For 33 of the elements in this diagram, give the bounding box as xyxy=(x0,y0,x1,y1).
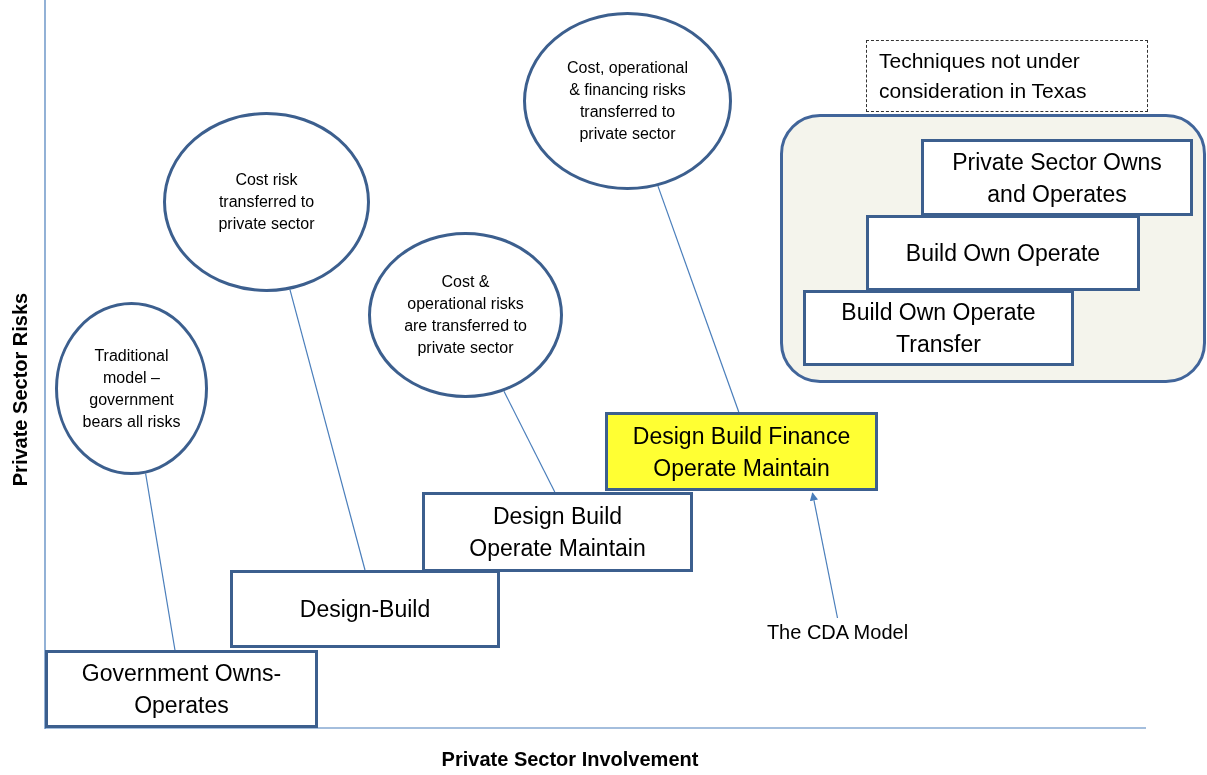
process-box xyxy=(866,215,1140,291)
process-box xyxy=(803,290,1074,366)
node-label: Cost risk transferred to private sector xyxy=(217,170,316,234)
leader-line xyxy=(657,185,740,413)
node-label: Cost, operational & financing risks transferred to private sector xyxy=(566,58,689,144)
node-label: Techniques not under consideration in Texas xyxy=(879,48,1088,104)
arrow xyxy=(809,492,839,619)
process-box xyxy=(921,139,1193,216)
callout-ellipse xyxy=(163,112,370,292)
leader-line xyxy=(289,289,366,571)
callout-ellipse xyxy=(368,232,563,398)
node-label: Traditional model – government bears all risks xyxy=(81,345,182,432)
leader-line xyxy=(503,390,556,493)
axis-title: Private Sector Involvement xyxy=(440,748,700,771)
node-label: Design Build Operate Maintain xyxy=(468,502,647,563)
process-box xyxy=(230,570,500,648)
group-panel xyxy=(780,114,1206,383)
node-label: Cost & operational risks are transferred to private sector xyxy=(403,272,528,358)
node-label: Government Owns-Operates xyxy=(81,659,282,720)
node-label: Design Build Finance Operate Maintain xyxy=(631,421,852,483)
callout-ellipse xyxy=(55,302,208,475)
node-label: Build Own Operate Transfer xyxy=(840,298,1037,359)
callout-ellipse xyxy=(523,12,732,190)
axis-title: Private Sector Risks xyxy=(8,291,32,489)
highlighted-box xyxy=(605,412,878,491)
node-label: Build Own Operate xyxy=(905,239,1101,268)
process-box xyxy=(422,492,693,572)
process-box xyxy=(45,650,318,728)
node-label: Design-Build xyxy=(299,595,431,624)
node-label: Private Sector Owns and Operates xyxy=(951,147,1163,209)
leader-line xyxy=(145,472,176,651)
note-box xyxy=(866,40,1148,112)
node-label: The CDA Model xyxy=(766,620,909,644)
